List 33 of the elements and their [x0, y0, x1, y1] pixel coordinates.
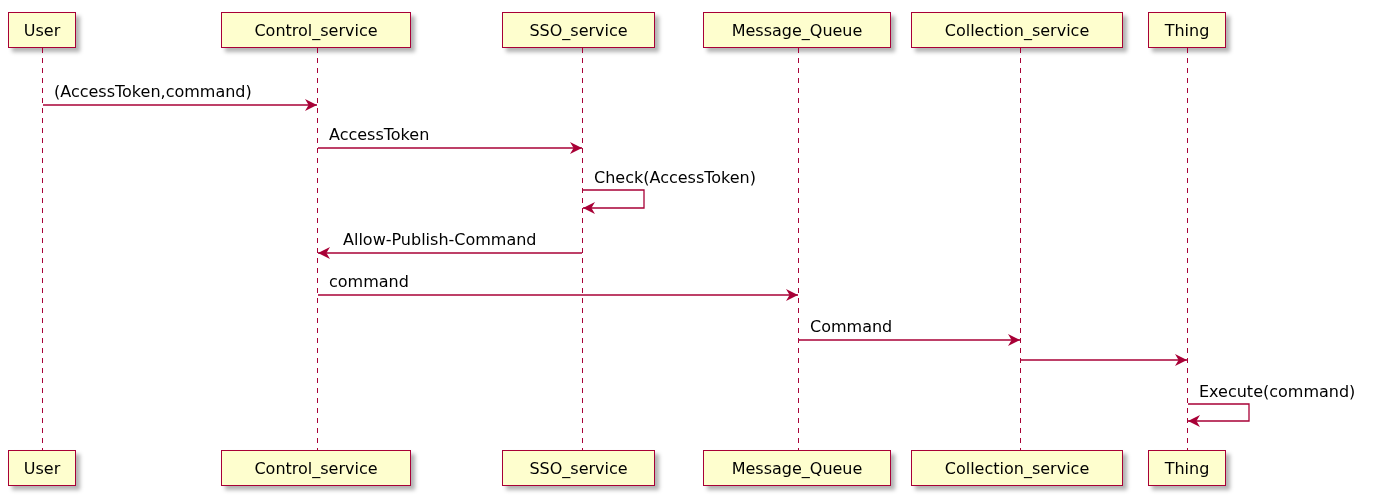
message-label: command — [329, 273, 409, 291]
message-arrow — [317, 289, 799, 301]
participant-box: Message_Queue — [703, 450, 891, 486]
message-label: Check(AccessToken) — [594, 169, 756, 187]
message-label: (AccessToken,command) — [54, 83, 252, 101]
participant-box: Collection_service — [911, 450, 1123, 486]
message-arrow — [317, 247, 583, 259]
lifeline — [1020, 48, 1021, 450]
participant-box: User — [8, 12, 76, 48]
participant-box: Thing — [1148, 450, 1226, 486]
message-arrow — [1187, 403, 1250, 427]
message-label: Command — [810, 318, 893, 336]
message-label: AccessToken — [329, 126, 430, 144]
participant-box: SSO_service — [502, 450, 655, 486]
participant-box: Thing — [1148, 12, 1226, 48]
participant-box: Collection_service — [911, 12, 1123, 48]
message-arrow — [798, 334, 1021, 346]
lifeline — [582, 48, 583, 450]
lifeline — [1187, 48, 1188, 450]
message-arrow — [317, 142, 583, 154]
lifeline — [42, 48, 43, 450]
message-arrow — [42, 99, 318, 111]
participant-box: User — [8, 450, 76, 486]
participant-box: Control_service — [221, 450, 411, 486]
participant-box: Message_Queue — [703, 12, 891, 48]
participant-box: SSO_service — [502, 12, 655, 48]
participant-box: Control_service — [221, 12, 411, 48]
lifeline — [798, 48, 799, 450]
lifeline — [317, 48, 318, 450]
message-label: Execute(command) — [1199, 383, 1356, 401]
message-arrow — [1020, 354, 1188, 366]
message-label: Allow-Publish-Command — [343, 231, 537, 249]
message-arrow — [582, 189, 645, 214]
